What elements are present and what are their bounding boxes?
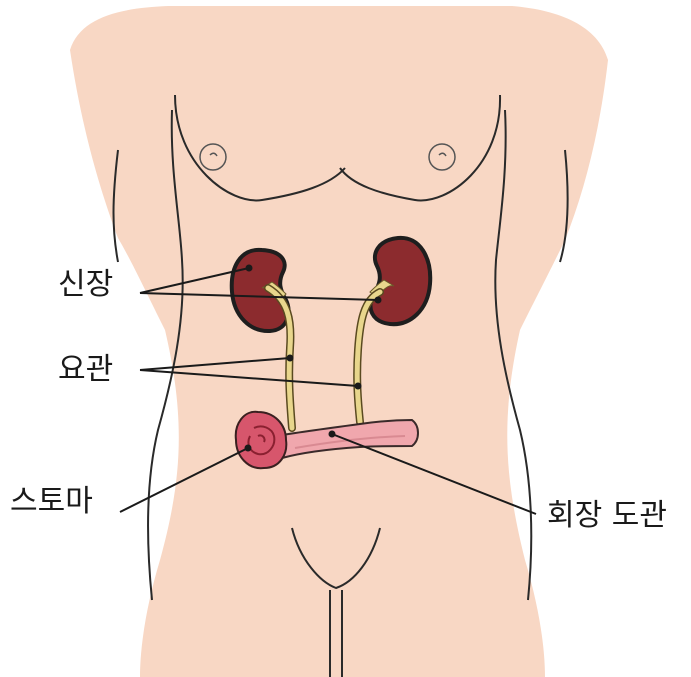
- ureter-dot-left: [287, 355, 294, 362]
- kidney-dot-right: [375, 297, 382, 304]
- kidney-dot-left: [246, 265, 253, 272]
- label-ureter: 요관: [58, 355, 113, 385]
- right-kidney: [371, 238, 431, 324]
- stoma-dot: [245, 445, 252, 452]
- label-kidney: 신장: [58, 270, 113, 300]
- conduit-dot: [329, 431, 336, 438]
- label-stoma: 스토마: [10, 487, 93, 517]
- stoma: [236, 412, 287, 468]
- ureter-dot-right: [355, 383, 362, 390]
- label-ileal-conduit: 회장 도관: [547, 501, 667, 531]
